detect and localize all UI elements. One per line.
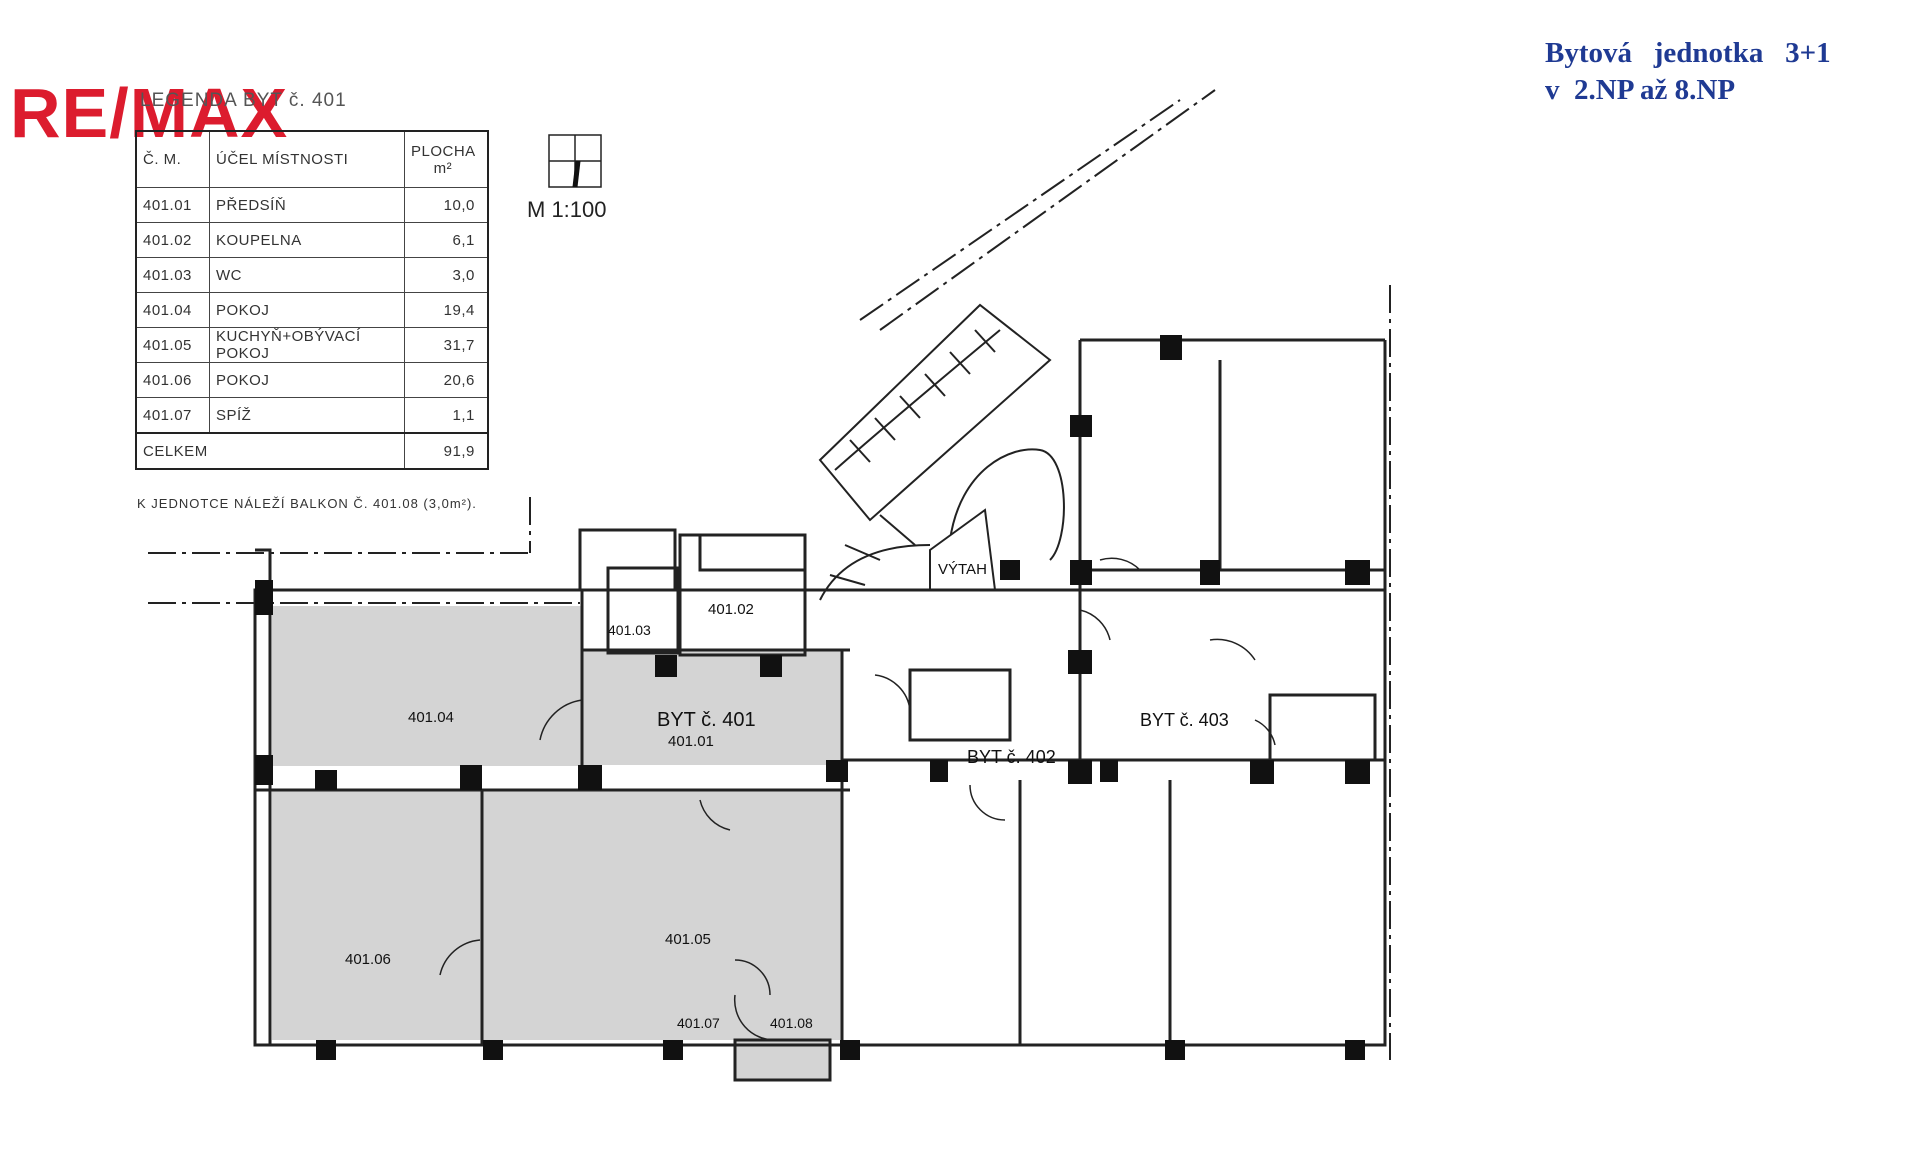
row-area: 3,0	[403, 257, 489, 293]
property-boundary-lines	[148, 89, 1391, 1060]
total-label: CELKEM	[135, 432, 405, 470]
door-swings	[439, 557, 1276, 1041]
row-area: 20,6	[403, 362, 489, 398]
room-401-01-label: 401.01	[668, 733, 714, 750]
unit-401-shading	[272, 606, 842, 1080]
unit-labels: BYT č. 401 BYT č. 402 BYT č. 403	[657, 709, 1229, 767]
north-arrow-icon	[548, 134, 602, 188]
row-purpose: KUCHYŇ+OBÝVACÍ POKOJ	[209, 327, 405, 363]
unit-403-label: BYT č. 403	[1140, 710, 1229, 730]
col-area: PLOCHA m²	[403, 130, 489, 188]
room-401-02-label: 401.02	[708, 601, 754, 618]
room-401-07-label: 401.07	[677, 1015, 720, 1031]
page-title: Bytová jednotka 3+1 v 2.NP až 8.NP	[1545, 35, 1831, 109]
staircase	[818, 303, 1065, 601]
row-no: 401.04	[135, 292, 210, 328]
room-labels: 401.04 401.06 401.05 401.02 401.03 401.0…	[345, 601, 813, 1031]
room-401-05-label: 401.05	[665, 931, 711, 948]
columns	[255, 335, 1370, 1060]
elevator: VÝTAH	[929, 508, 997, 591]
table-header-row: Č. M. ÚČEL MÍSTNOSTI PLOCHA m²	[135, 130, 489, 188]
row-no: 401.07	[135, 397, 210, 434]
row-purpose: POKOJ	[209, 292, 405, 328]
room-401-04-label: 401.04	[408, 709, 454, 726]
scale-label: M 1:100	[527, 197, 607, 222]
row-no: 401.03	[135, 257, 210, 293]
room-401-03-label: 401.03	[608, 622, 651, 638]
elevator-label: VÝTAH	[938, 561, 987, 578]
room-401-06-label: 401.06	[345, 951, 391, 968]
legend-heading: LEGENDA BYT č. 401	[140, 90, 347, 111]
title-line-2: v 2.NP až 8.NP	[1545, 74, 1736, 106]
unit-402-label: BYT č. 402	[967, 747, 1056, 767]
row-area: 10,0	[403, 187, 489, 223]
row-no: 401.06	[135, 362, 210, 398]
room-401-08-label: 401.08	[770, 1015, 813, 1031]
balcony-note: K JEDNOTCE NÁLEŽÍ BALKON Č. 401.08 (3,0m…	[137, 496, 477, 511]
col-purpose: ÚČEL MÍSTNOSTI	[209, 130, 405, 188]
row-no: 401.05	[135, 327, 210, 363]
unit-401-label: BYT č. 401	[657, 709, 756, 731]
row-area: 6,1	[403, 222, 489, 258]
title-line-1: Bytová jednotka 3+1	[1545, 37, 1831, 69]
total-area: 91,9	[403, 432, 489, 470]
row-area: 1,1	[403, 397, 489, 434]
